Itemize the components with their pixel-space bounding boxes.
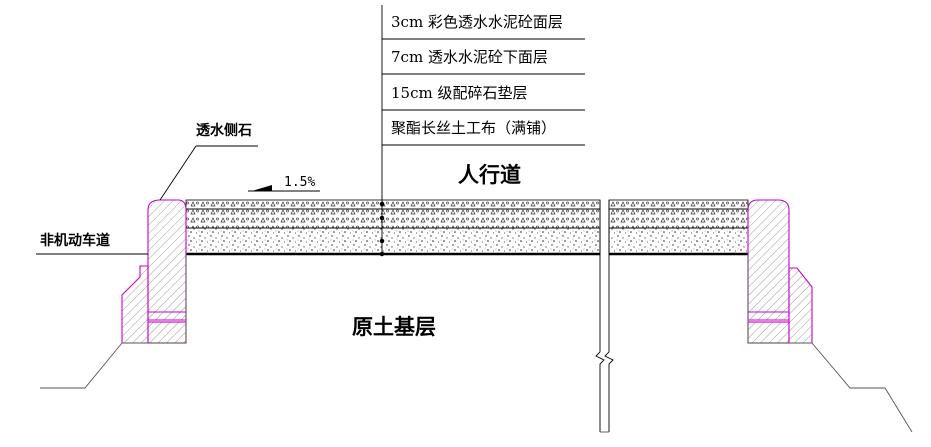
bike-lane-label: 非机动车道 (40, 232, 110, 249)
gravel-layer-left (185, 227, 601, 255)
slope-label: 1.5% (284, 175, 315, 190)
slope-marker (248, 185, 320, 192)
right-curb (747, 199, 813, 344)
break-line (595, 200, 614, 432)
sidewalk-label: 人行道 (458, 163, 521, 187)
layer-label-lower: 7cm 透水水泥砼下面层 (391, 48, 548, 66)
lower-layer-left (185, 208, 601, 229)
subgrade-label: 原土基层 (352, 315, 436, 339)
surface-layer-right (608, 199, 749, 210)
ground-lines (40, 254, 913, 433)
curb-label: 透水侧石 (196, 122, 252, 139)
layer-callout (379, 5, 585, 257)
surface-layer-left (185, 199, 601, 210)
left-curb (121, 199, 187, 344)
layer-label-surface: 3cm 彩色透水水泥砼面层 (391, 13, 563, 31)
layer-label-geotextile: 聚酯长丝土工布（满铺） (391, 119, 556, 137)
paving-layers (185, 199, 749, 256)
lower-layer-right (608, 208, 749, 229)
curb-leader (159, 145, 258, 201)
layer-label-gravel: 15cm 级配碎石垫层 (391, 84, 527, 102)
gravel-layer-right (608, 227, 749, 255)
